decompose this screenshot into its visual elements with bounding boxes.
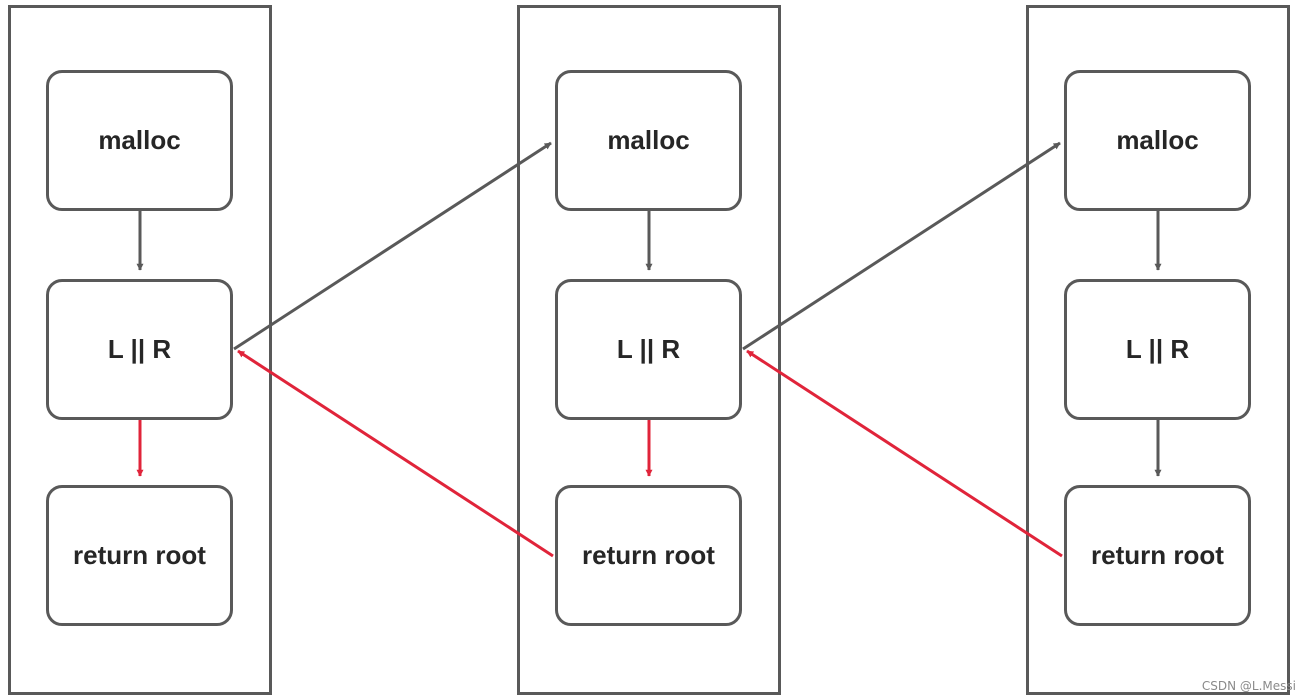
return-root-node: return root — [555, 485, 742, 626]
malloc-node: malloc — [46, 70, 233, 211]
malloc-node: malloc — [555, 70, 742, 211]
malloc-node: malloc — [1064, 70, 1251, 211]
recursion-node: L || R — [555, 279, 742, 420]
return-root-node: return root — [46, 485, 233, 626]
call-arrow-frame1-to-frame2 — [233, 141, 552, 351]
recursion-node: L || R — [1064, 279, 1251, 420]
return-arrow-frame3-to-frame2 — [746, 349, 1063, 558]
recursion-node: L || R — [46, 279, 233, 420]
call-arrow-frame2-to-frame3 — [742, 141, 1061, 351]
watermark-text: CSDN @L.Messi — [1201, 679, 1296, 693]
return-root-node: return root — [1064, 485, 1251, 626]
return-arrow-frame2-to-frame1 — [237, 349, 554, 558]
